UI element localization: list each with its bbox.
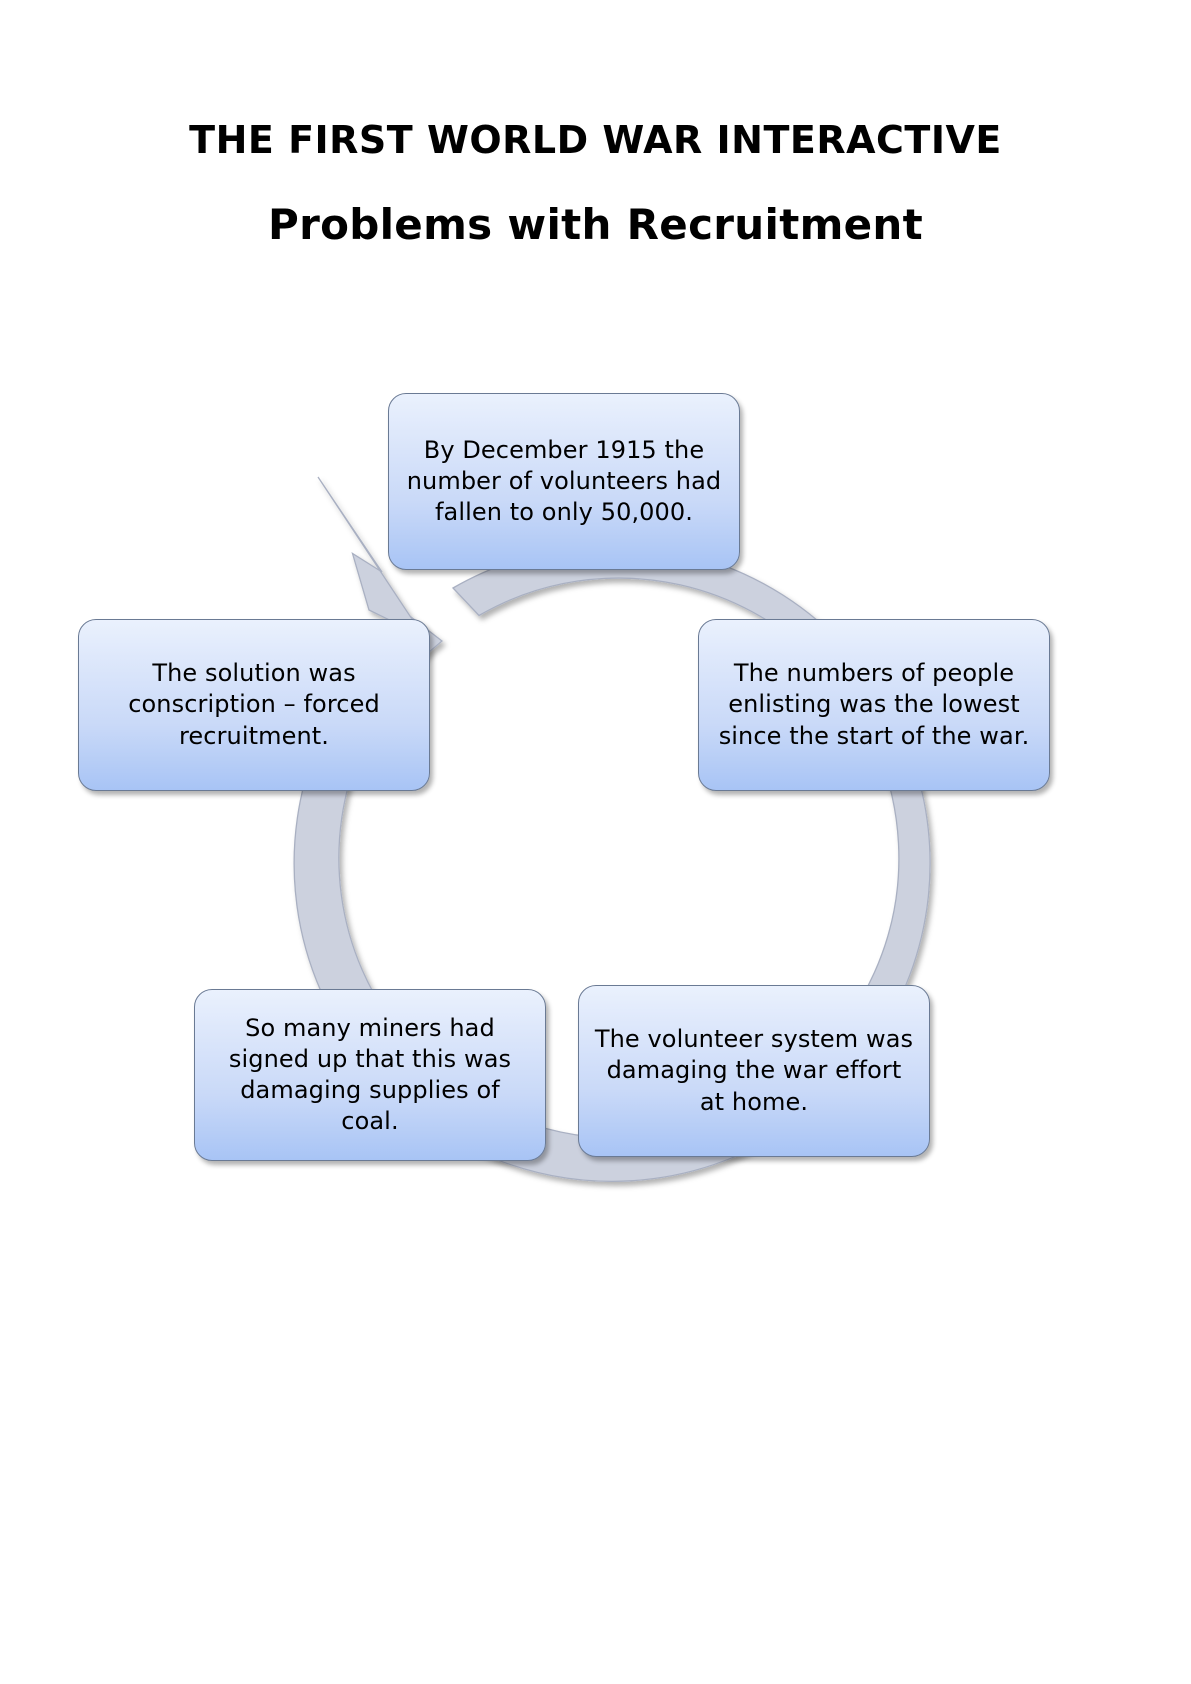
cycle-node-bottom-left[interactable]: So many miners had signed up that this w… [194, 989, 546, 1161]
cycle-node-left[interactable]: The solution was conscription – forced r… [78, 619, 430, 791]
cycle-node-top[interactable]: By December 1915 the number of volunteer… [388, 393, 740, 570]
cycle-node-right-text: The numbers of people enlisting was the … [718, 659, 1030, 750]
cycle-node-bottom-left-text: So many miners had signed up that this w… [228, 1013, 512, 1136]
cycle-node-bottom-right-text: The volunteer system was damaging the wa… [594, 1025, 914, 1116]
cycle-node-right[interactable]: The numbers of people enlisting was the … [698, 619, 1050, 791]
cycle-node-bottom-right[interactable]: The volunteer system was damaging the wa… [578, 985, 930, 1157]
page-title: THE FIRST WORLD WAR INTERACTIVE [189, 118, 1002, 162]
cycle-node-top-text: By December 1915 the number of volunteer… [406, 435, 722, 527]
page-subtitle: Problems with Recruitment [267, 199, 923, 249]
cycle-node-left-text: The solution was conscription – forced r… [128, 659, 380, 750]
page-header: THE FIRST WORLD WAR INTERACTIVE Problems… [0, 118, 1191, 249]
